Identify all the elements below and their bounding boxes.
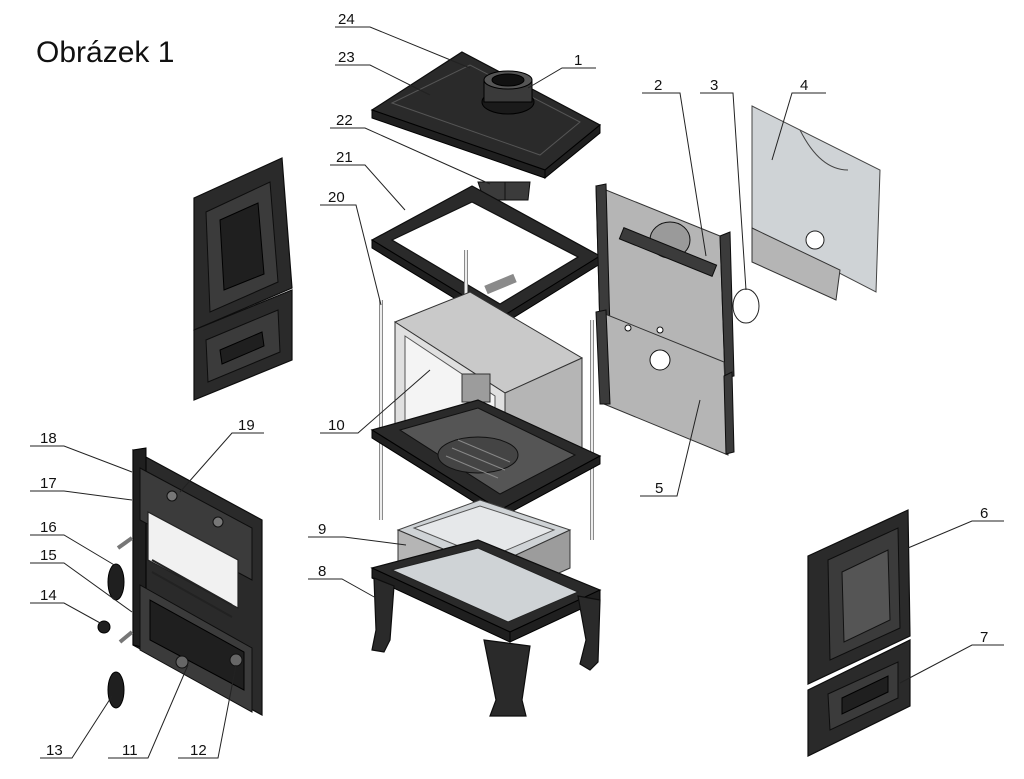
label-17: 17 bbox=[40, 475, 57, 492]
leader-5 bbox=[640, 399, 701, 497]
leader-1 bbox=[527, 67, 596, 89]
leader-21 bbox=[330, 164, 406, 211]
part-top-plate bbox=[370, 51, 602, 180]
label-11: 11 bbox=[122, 742, 138, 759]
leader-24 bbox=[335, 26, 471, 69]
leader-19 bbox=[179, 432, 264, 493]
label-20: 20 bbox=[328, 189, 345, 206]
part-heat-shield bbox=[751, 105, 881, 301]
label-19: 19 bbox=[238, 417, 255, 434]
label-2: 2 bbox=[654, 77, 662, 94]
leader-11 bbox=[108, 664, 189, 759]
leader-8 bbox=[308, 578, 377, 599]
leader-20 bbox=[320, 204, 382, 306]
part-labels: 24 23 1 2 3 4 22 21 20 10 5 18 19 17 16 … bbox=[40, 11, 988, 759]
label-24: 24 bbox=[338, 11, 355, 28]
leader-2 bbox=[642, 92, 707, 257]
leader-17 bbox=[30, 490, 133, 501]
label-5: 5 bbox=[655, 480, 663, 497]
label-16: 16 bbox=[40, 519, 57, 536]
label-21: 21 bbox=[336, 149, 353, 166]
part-front-door bbox=[97, 447, 263, 717]
label-6: 6 bbox=[980, 505, 988, 522]
label-12: 12 bbox=[190, 742, 207, 759]
leader-15 bbox=[30, 562, 133, 613]
part-side-door-left bbox=[193, 157, 293, 401]
leader-14 bbox=[30, 602, 103, 625]
label-15: 15 bbox=[40, 547, 57, 564]
label-9: 9 bbox=[318, 521, 326, 538]
leader-6 bbox=[907, 520, 1004, 549]
label-18: 18 bbox=[40, 430, 57, 447]
label-8: 8 bbox=[318, 563, 326, 580]
label-4: 4 bbox=[800, 77, 808, 94]
leader-16 bbox=[30, 534, 117, 567]
leader-10 bbox=[320, 369, 431, 434]
part-grate-tray bbox=[370, 399, 602, 519]
label-22: 22 bbox=[336, 112, 353, 129]
label-3: 3 bbox=[710, 77, 718, 94]
part-side-door-right bbox=[807, 509, 911, 757]
leader-7 bbox=[899, 644, 1004, 684]
label-13: 13 bbox=[46, 742, 63, 759]
label-14: 14 bbox=[40, 587, 57, 604]
leader-23 bbox=[335, 64, 431, 96]
label-10: 10 bbox=[328, 417, 345, 434]
label-23: 23 bbox=[338, 49, 355, 66]
leader-4 bbox=[771, 92, 826, 161]
part-base bbox=[370, 539, 602, 717]
leader-22 bbox=[330, 127, 491, 185]
part-rear-panels bbox=[595, 183, 735, 456]
leader-18 bbox=[30, 445, 133, 473]
leader-9 bbox=[308, 536, 407, 546]
leader-12 bbox=[178, 664, 237, 759]
leader-3 bbox=[700, 92, 747, 291]
figure-title: Obrázek 1 bbox=[36, 36, 175, 69]
label-7: 7 bbox=[980, 629, 988, 646]
label-1: 1 bbox=[574, 52, 582, 69]
leader-13 bbox=[40, 695, 113, 759]
part-seal bbox=[732, 288, 760, 324]
leader-lines bbox=[30, 26, 1004, 759]
